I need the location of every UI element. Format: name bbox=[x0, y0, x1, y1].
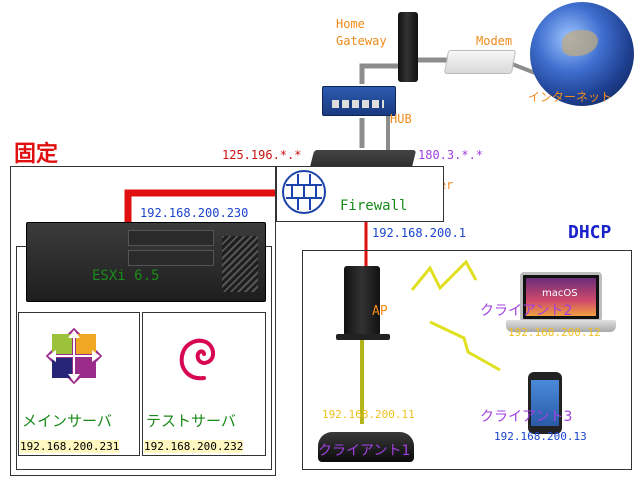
home-gateway-label: Home Gateway bbox=[336, 17, 387, 48]
hub-ports-icon bbox=[332, 100, 384, 108]
esxi-ip: 192.168.200.230 bbox=[140, 206, 249, 220]
internet-label: インターネット bbox=[528, 90, 613, 104]
lan-ip: 192.168.200.1 bbox=[372, 226, 466, 240]
server-drive-bay-icon-2 bbox=[128, 250, 214, 266]
vm-test-box bbox=[142, 312, 266, 456]
vm-test-label: テストサーバ bbox=[146, 412, 236, 430]
brick-wall-icon bbox=[286, 174, 322, 210]
dhcp-group-title: DHCP bbox=[568, 222, 612, 243]
ap-label: AP bbox=[372, 304, 388, 319]
console-device bbox=[318, 432, 414, 462]
client1-label: クライアント1 bbox=[318, 443, 411, 459]
access-point-base-icon bbox=[336, 334, 390, 340]
wire-router-esxi bbox=[124, 189, 290, 222]
fixed-group-box bbox=[10, 166, 276, 476]
wifi-signal-2 bbox=[429, 320, 501, 372]
fixed-group-title: 固定 bbox=[14, 142, 59, 167]
client2-label: クライアント2 bbox=[480, 303, 573, 319]
laptop-wallpaper-icon bbox=[526, 278, 596, 316]
firewall-label: Firewall bbox=[340, 198, 408, 214]
client1-ip: 192.168.200.11 bbox=[322, 408, 415, 421]
client3-label: クライアント3 bbox=[480, 409, 573, 425]
wan-ip-left: 125.196.*.* bbox=[222, 148, 302, 162]
wan-ip-right: 180.3.*.* bbox=[418, 148, 484, 162]
wire-gateway-hub bbox=[359, 63, 408, 84]
firewall-icon bbox=[282, 170, 326, 214]
hub-label: HUB bbox=[390, 112, 412, 126]
modem-device bbox=[443, 50, 517, 74]
debian-logo-icon bbox=[174, 332, 222, 384]
client3-ip: 192.168.200.13 bbox=[494, 430, 587, 443]
debian-swirl-svg bbox=[179, 338, 215, 381]
server-drive-bay-icon bbox=[128, 230, 214, 246]
access-point-device bbox=[344, 266, 380, 336]
server-vent-icon bbox=[222, 236, 258, 292]
laptop-os-label: macOS bbox=[542, 288, 578, 299]
smartphone-screen-icon bbox=[531, 380, 559, 426]
centos-logo-svg bbox=[45, 327, 103, 385]
dhcp-group-box bbox=[302, 250, 632, 470]
vm-main-ip: 192.168.200.231 bbox=[20, 440, 120, 453]
client2-ip: 192.168.200.12 bbox=[508, 326, 601, 339]
vm-test-ip: 192.168.200.232 bbox=[144, 440, 244, 453]
centos-logo-icon bbox=[45, 327, 103, 385]
esxi-label: ESXi 6.5 bbox=[92, 268, 160, 284]
modem-label: Modem bbox=[476, 34, 513, 48]
vm-main-label: メインサーバ bbox=[22, 412, 112, 430]
laptop-base-icon bbox=[506, 320, 616, 332]
wifi-signal-1 bbox=[410, 259, 478, 291]
home-gateway-device bbox=[398, 12, 418, 82]
